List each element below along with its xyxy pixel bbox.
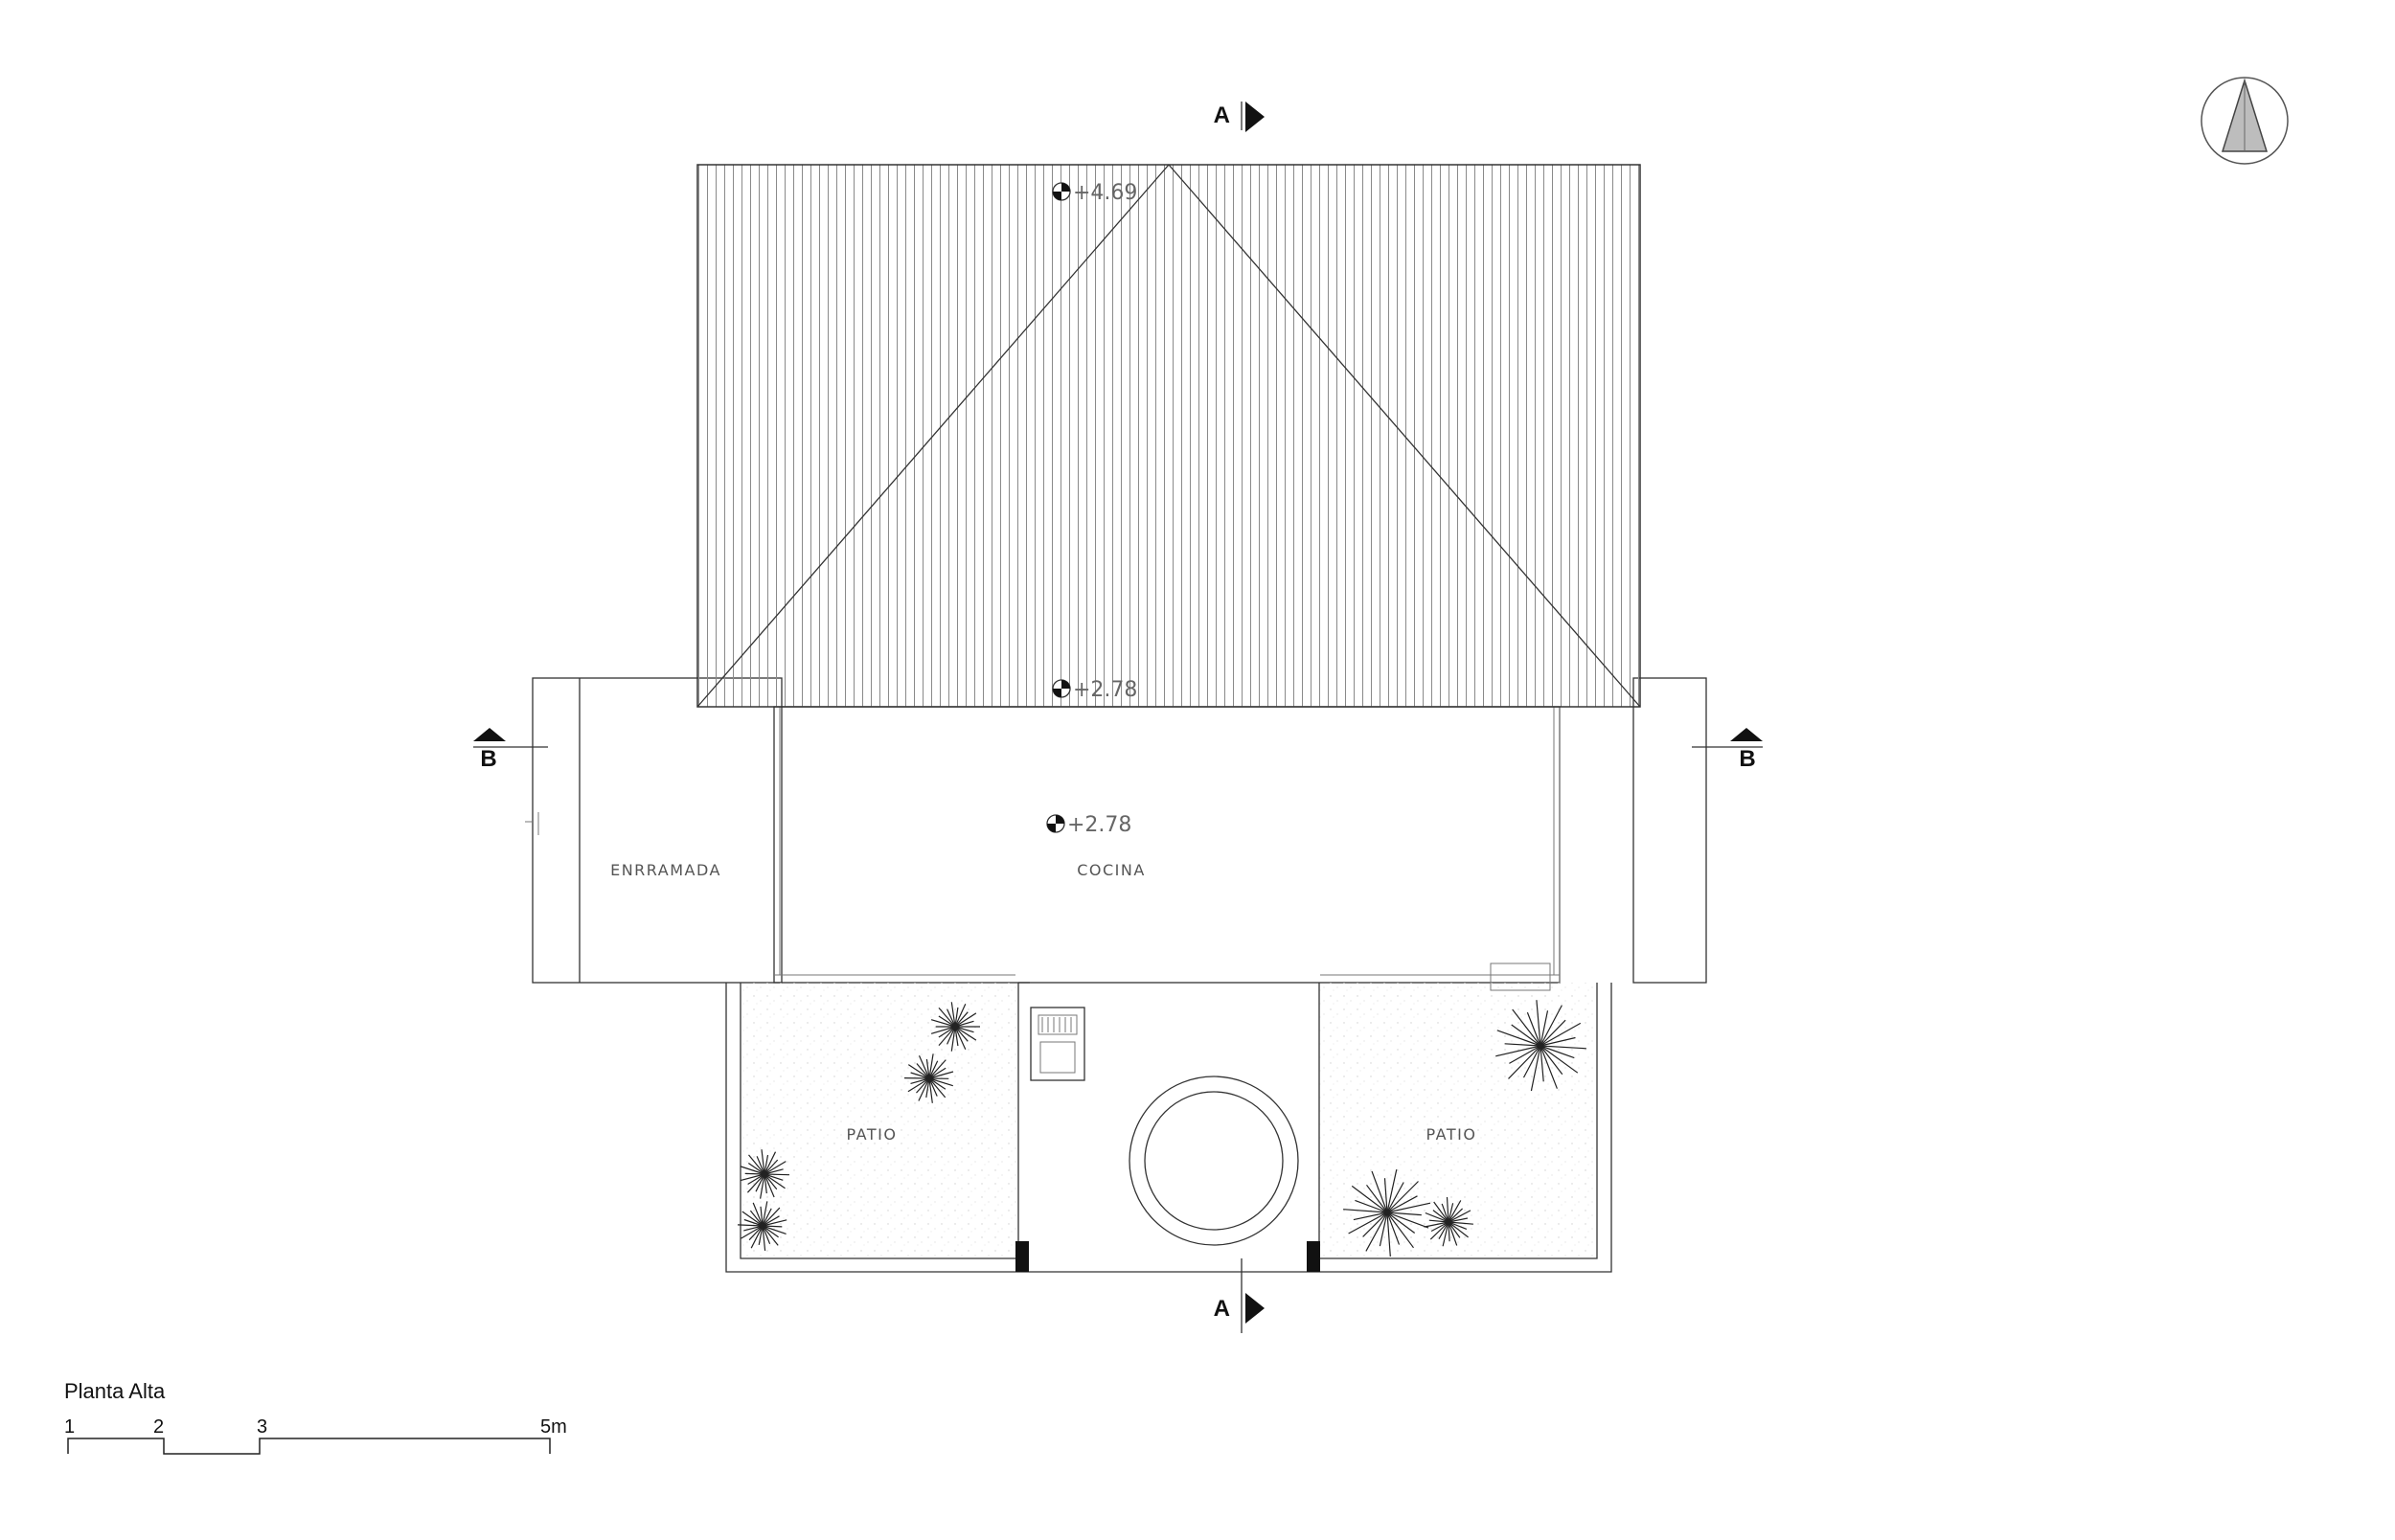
hip-roof — [696, 164, 1641, 708]
svg-text:+4.69: +4.69 — [1073, 181, 1137, 205]
room-label-cocina: COCINA — [1077, 861, 1146, 879]
scale-label-3: 3 — [257, 1416, 267, 1438]
level-marker-ridge: +4.69 — [1052, 181, 1137, 205]
room-label-patio-right: PATIO — [1426, 1125, 1477, 1144]
section-mark-a-bottom: A — [1214, 1258, 1265, 1333]
level-marker-icon — [1052, 182, 1071, 201]
enrramada-area — [525, 677, 783, 984]
plant-icon — [737, 1000, 1586, 1257]
scale-bar: 1 2 3 5m — [64, 1416, 567, 1455]
scale-label-5m: 5m — [540, 1416, 567, 1438]
cocina-walls — [773, 706, 1561, 984]
scale-label-1: 1 — [64, 1416, 75, 1438]
plant-6 — [1343, 1168, 1431, 1257]
section-arrow-icon — [1245, 1293, 1265, 1324]
room-label-patio-left: PATIO — [847, 1125, 898, 1144]
room-label-enrramada: ENRRAMADA — [610, 861, 721, 879]
svg-text:B: B — [480, 746, 496, 772]
central-court — [1015, 962, 1551, 1273]
section-arrow-icon — [1245, 102, 1265, 132]
sink-unit — [1030, 1007, 1085, 1081]
svg-text:A: A — [1214, 1296, 1230, 1322]
patio-left — [725, 982, 1030, 1273]
svg-text:+2.78: +2.78 — [1073, 678, 1137, 702]
plant-1 — [930, 1002, 980, 1052]
level-marker-icon — [1052, 679, 1071, 698]
svg-text:B: B — [1739, 746, 1755, 772]
plant-2 — [903, 1053, 954, 1103]
section-mark-b-left: B — [473, 728, 548, 772]
wall-post-right — [1307, 1241, 1320, 1272]
right-overhang — [1632, 677, 1707, 984]
wall-post-left — [1015, 1241, 1029, 1272]
svg-text:A: A — [1214, 102, 1230, 128]
plant-7 — [1424, 1196, 1473, 1247]
level-marker-eave: +2.78 — [1052, 678, 1137, 702]
section-mark-a-top: A — [1214, 102, 1265, 132]
plant-4 — [737, 1201, 787, 1251]
section-arrow-icon — [1730, 728, 1763, 741]
north-arrow-icon — [2201, 77, 2289, 165]
plant-3 — [740, 1149, 790, 1199]
scale-label-2: 2 — [153, 1416, 164, 1438]
level-marker-floor: +2.78 — [1046, 813, 1131, 837]
plant-5 — [1495, 1000, 1586, 1092]
drawing-title: Planta Alta — [64, 1379, 166, 1403]
section-mark-b-right: B — [1692, 728, 1763, 772]
svg-text:+2.78: +2.78 — [1067, 813, 1131, 837]
section-arrow-icon — [473, 728, 506, 741]
level-marker-icon — [1046, 814, 1065, 833]
small-step — [1490, 962, 1551, 991]
